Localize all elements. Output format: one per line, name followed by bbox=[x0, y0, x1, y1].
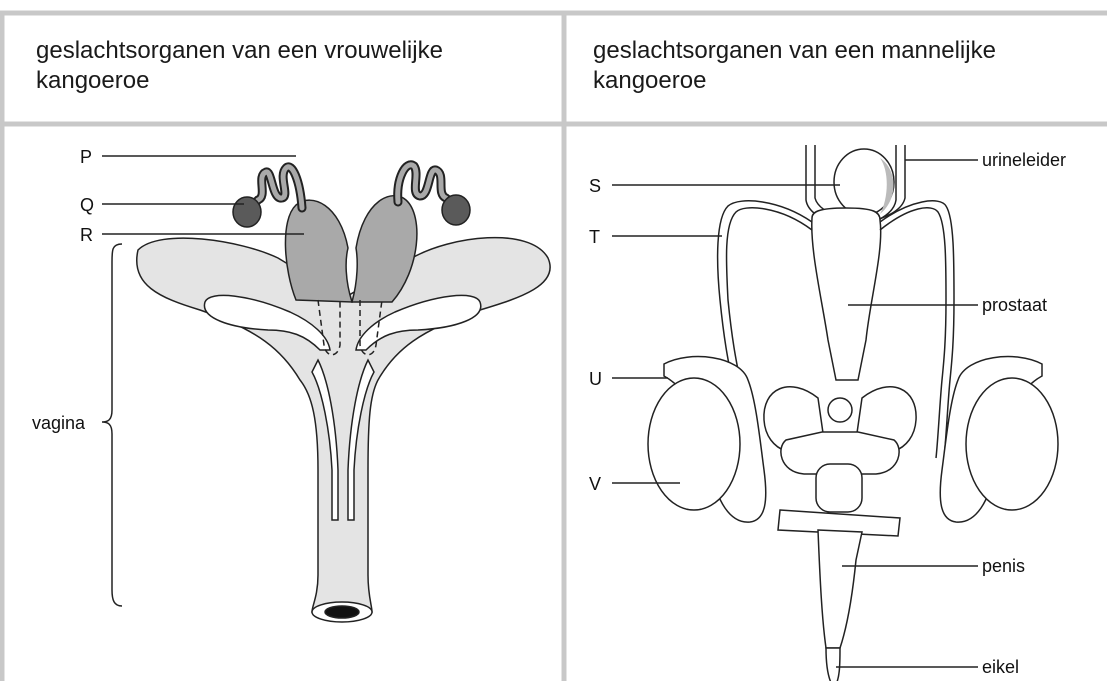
header-female: geslachtsorganen van een vrouwelijke kan… bbox=[36, 36, 536, 96]
testis-right bbox=[966, 378, 1058, 510]
gland-center bbox=[828, 398, 852, 422]
table-grid bbox=[0, 13, 1107, 681]
label-P: P bbox=[80, 147, 92, 167]
label-prostaat: prostaat bbox=[982, 295, 1047, 315]
uterus-left bbox=[285, 200, 352, 302]
male-diagram bbox=[612, 145, 1058, 681]
vagina-brace bbox=[102, 244, 122, 606]
ovary-left bbox=[233, 197, 261, 227]
penis bbox=[818, 530, 862, 648]
glans bbox=[826, 648, 840, 681]
urethra-bulb bbox=[816, 464, 862, 512]
ovary-right bbox=[442, 195, 470, 225]
label-R: R bbox=[80, 225, 93, 245]
label-urineleider: urineleider bbox=[982, 150, 1066, 170]
label-Q: Q bbox=[80, 195, 94, 215]
vaginal-opening-hole bbox=[325, 606, 359, 618]
female-diagram bbox=[102, 156, 550, 622]
label-vagina: vagina bbox=[32, 413, 86, 433]
label-T: T bbox=[589, 227, 600, 247]
prostate bbox=[812, 208, 881, 380]
header-male: geslachtsorganen van een mannelijke kang… bbox=[593, 36, 1093, 96]
label-eikel: eikel bbox=[982, 657, 1019, 677]
label-S: S bbox=[589, 176, 601, 196]
label-V: V bbox=[589, 474, 601, 494]
label-penis: penis bbox=[982, 556, 1025, 576]
testis-left bbox=[648, 378, 740, 510]
label-U: U bbox=[589, 369, 602, 389]
